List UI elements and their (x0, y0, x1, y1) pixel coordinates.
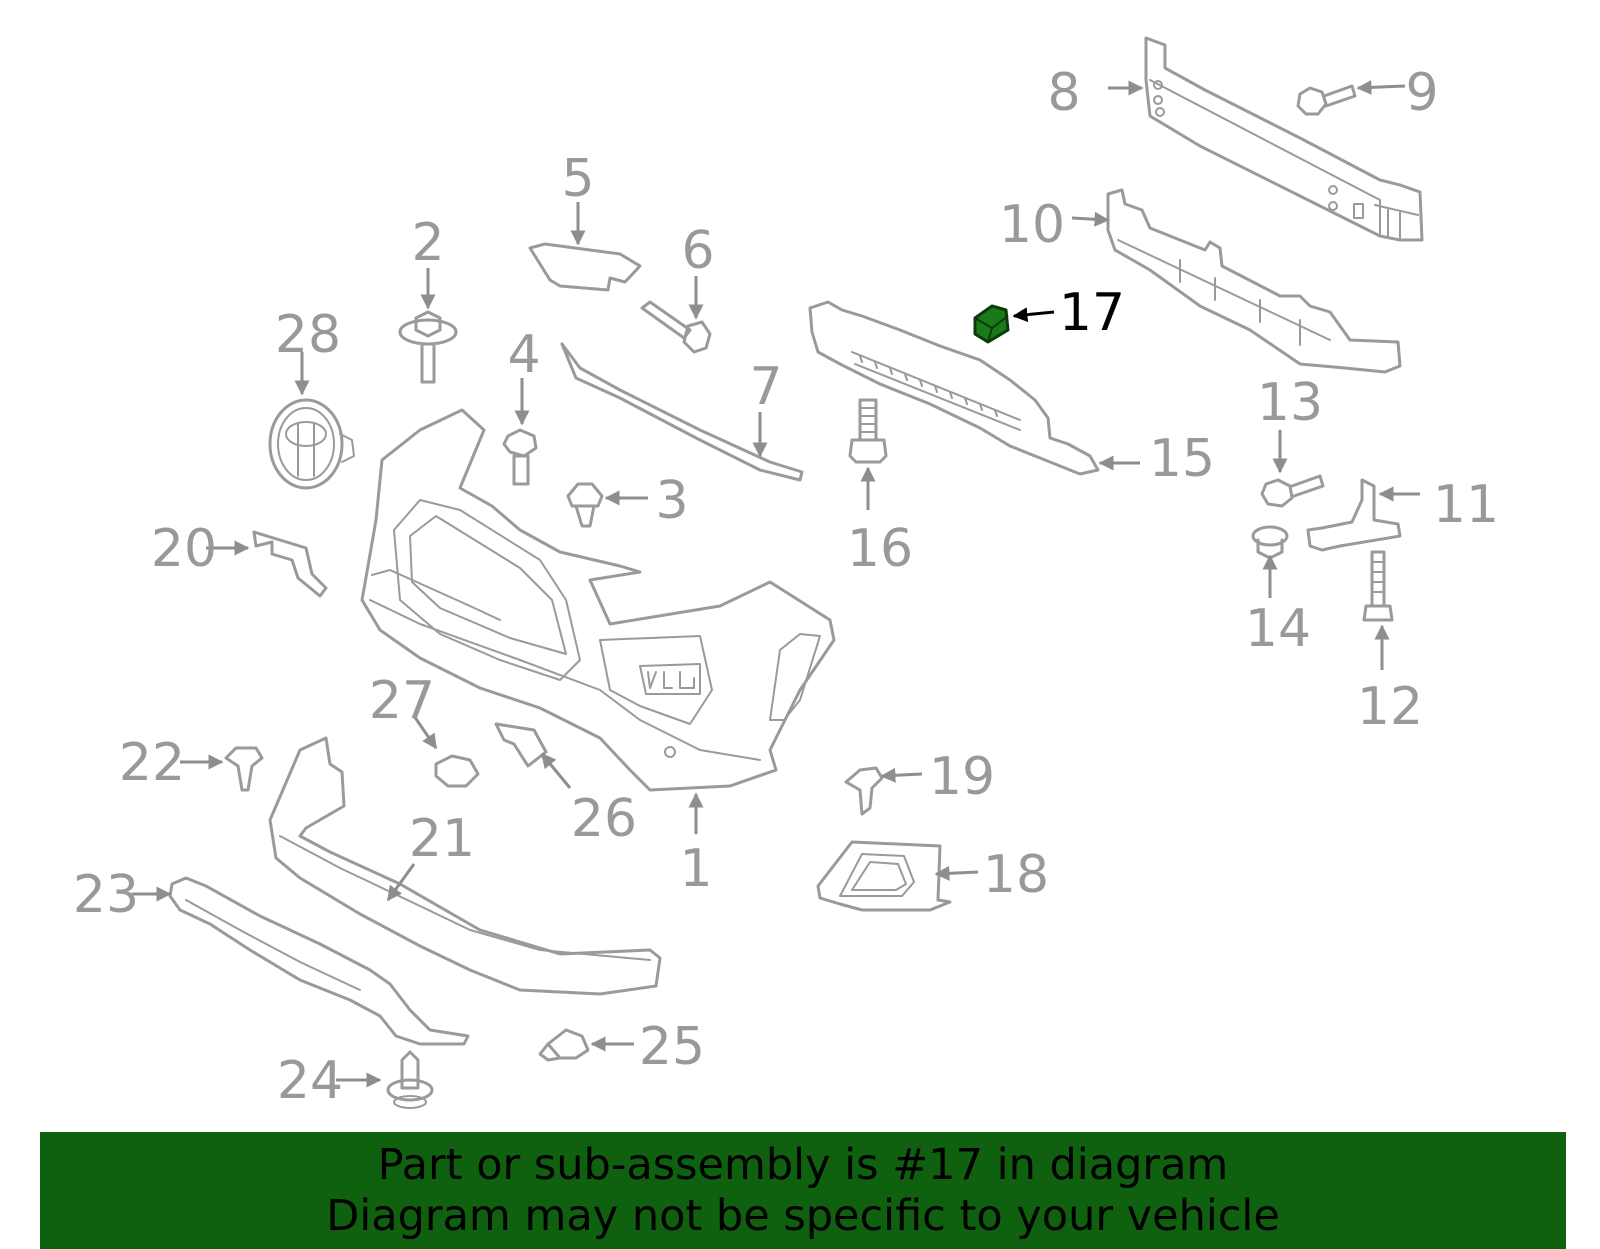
callout-13: 13 (1257, 373, 1323, 433)
part-17-highlighted (973, 304, 1010, 344)
part-10-absorber (1106, 188, 1402, 374)
part-6-bolt (640, 300, 712, 354)
callout-16: 16 (847, 519, 913, 579)
callout-15: 15 (1149, 429, 1215, 489)
part-9-bolt (1296, 84, 1357, 116)
callout-25: 25 (639, 1017, 705, 1077)
part-26-bracket (494, 722, 548, 768)
callout-14: 14 (1245, 599, 1311, 659)
part-11-bracket (1306, 478, 1402, 552)
callout-26: 26 (571, 789, 637, 849)
callout-21: 21 (409, 809, 475, 869)
callout-18: 18 (983, 845, 1049, 905)
part-4-bolt (502, 428, 538, 486)
part-3-clip (566, 482, 604, 528)
callout-24: 24 (277, 1051, 343, 1111)
part-2-bolt (398, 310, 458, 384)
callout-numbers: 8 9 10 17 15 16 13 11 14 12 5 6 7 2 4 3 … (73, 63, 1499, 1111)
callout-11: 11 (1433, 475, 1499, 535)
banner-line-disclaimer: Diagram may not be specific to your vehi… (326, 1191, 1280, 1241)
callout-22: 22 (119, 733, 185, 793)
callout-4: 4 (507, 325, 540, 385)
callout-28: 28 (275, 305, 341, 365)
part-27-cap (434, 754, 480, 788)
part-23-lower-cover (168, 876, 470, 1046)
leader-lines (132, 79, 1420, 1088)
part-7-strip (560, 342, 804, 482)
callout-17: 17 (1059, 283, 1125, 343)
callout-20: 20 (151, 519, 217, 579)
part-14-nut (1251, 525, 1289, 560)
callout-9: 9 (1405, 63, 1438, 123)
info-banner: Part or sub-assembly is #17 in diagram D… (40, 1132, 1566, 1249)
callout-3: 3 (655, 471, 688, 531)
callout-12: 12 (1357, 677, 1423, 737)
part-13-bolt (1260, 474, 1325, 508)
callout-8: 8 (1047, 63, 1080, 123)
callout-10: 10 (999, 195, 1065, 255)
part-8-reinforcement (1144, 36, 1424, 242)
part-12-bolt (1362, 550, 1394, 622)
banner-line-part: Part or sub-assembly is #17 in diagram (377, 1140, 1229, 1190)
callout-19: 19 (929, 747, 995, 807)
part-28-emblem (268, 398, 355, 490)
part-20-bracket (252, 530, 328, 598)
part-19-clip (844, 766, 884, 816)
callout-1: 1 (679, 839, 712, 899)
callout-5: 5 (561, 149, 594, 209)
callout-23: 23 (73, 865, 139, 925)
callout-6: 6 (681, 221, 714, 281)
part-1-bumper-cover (360, 408, 836, 792)
part-25-clip (538, 1028, 590, 1062)
part-18-bezel (816, 840, 952, 912)
part-22-clip (224, 746, 264, 792)
callout-27: 27 (369, 671, 435, 731)
callout-7: 7 (749, 357, 782, 417)
part-21-spoiler (268, 736, 662, 996)
part-16-stud (848, 398, 888, 464)
part-5-bracket (528, 242, 642, 292)
callout-2: 2 (411, 213, 444, 273)
part-15-support (808, 300, 1100, 476)
part-24-pin (386, 1050, 434, 1109)
